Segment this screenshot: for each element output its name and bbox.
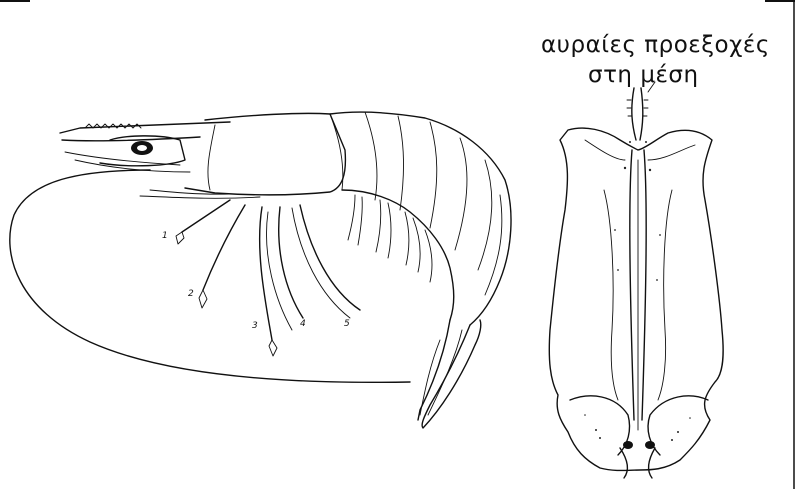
leg-number-2: 2 (188, 289, 194, 299)
leg-3 (260, 207, 272, 340)
leg-4 (279, 207, 303, 318)
shrimp-side-view: 1 2 3 4 5 (10, 112, 511, 428)
dorsal-view: αυραίες προεξοχές στη μέση (541, 32, 770, 478)
leg-2 (203, 205, 245, 290)
antenna-loop (10, 170, 410, 382)
leg-number-3: 3 (252, 321, 258, 331)
abdomen (330, 112, 511, 325)
tail-fan (422, 320, 481, 428)
leg-5 (300, 205, 360, 310)
annotation-line-2: στη μέση (588, 62, 699, 88)
leg-number-1: 1 (162, 231, 168, 241)
annotation-line-1: αυραίες προεξοχές (541, 32, 770, 58)
leg-number-4: 4 (300, 319, 306, 329)
leg-1 (182, 200, 230, 232)
leg-number-5: 5 (344, 319, 350, 329)
body-outline (549, 128, 723, 470)
